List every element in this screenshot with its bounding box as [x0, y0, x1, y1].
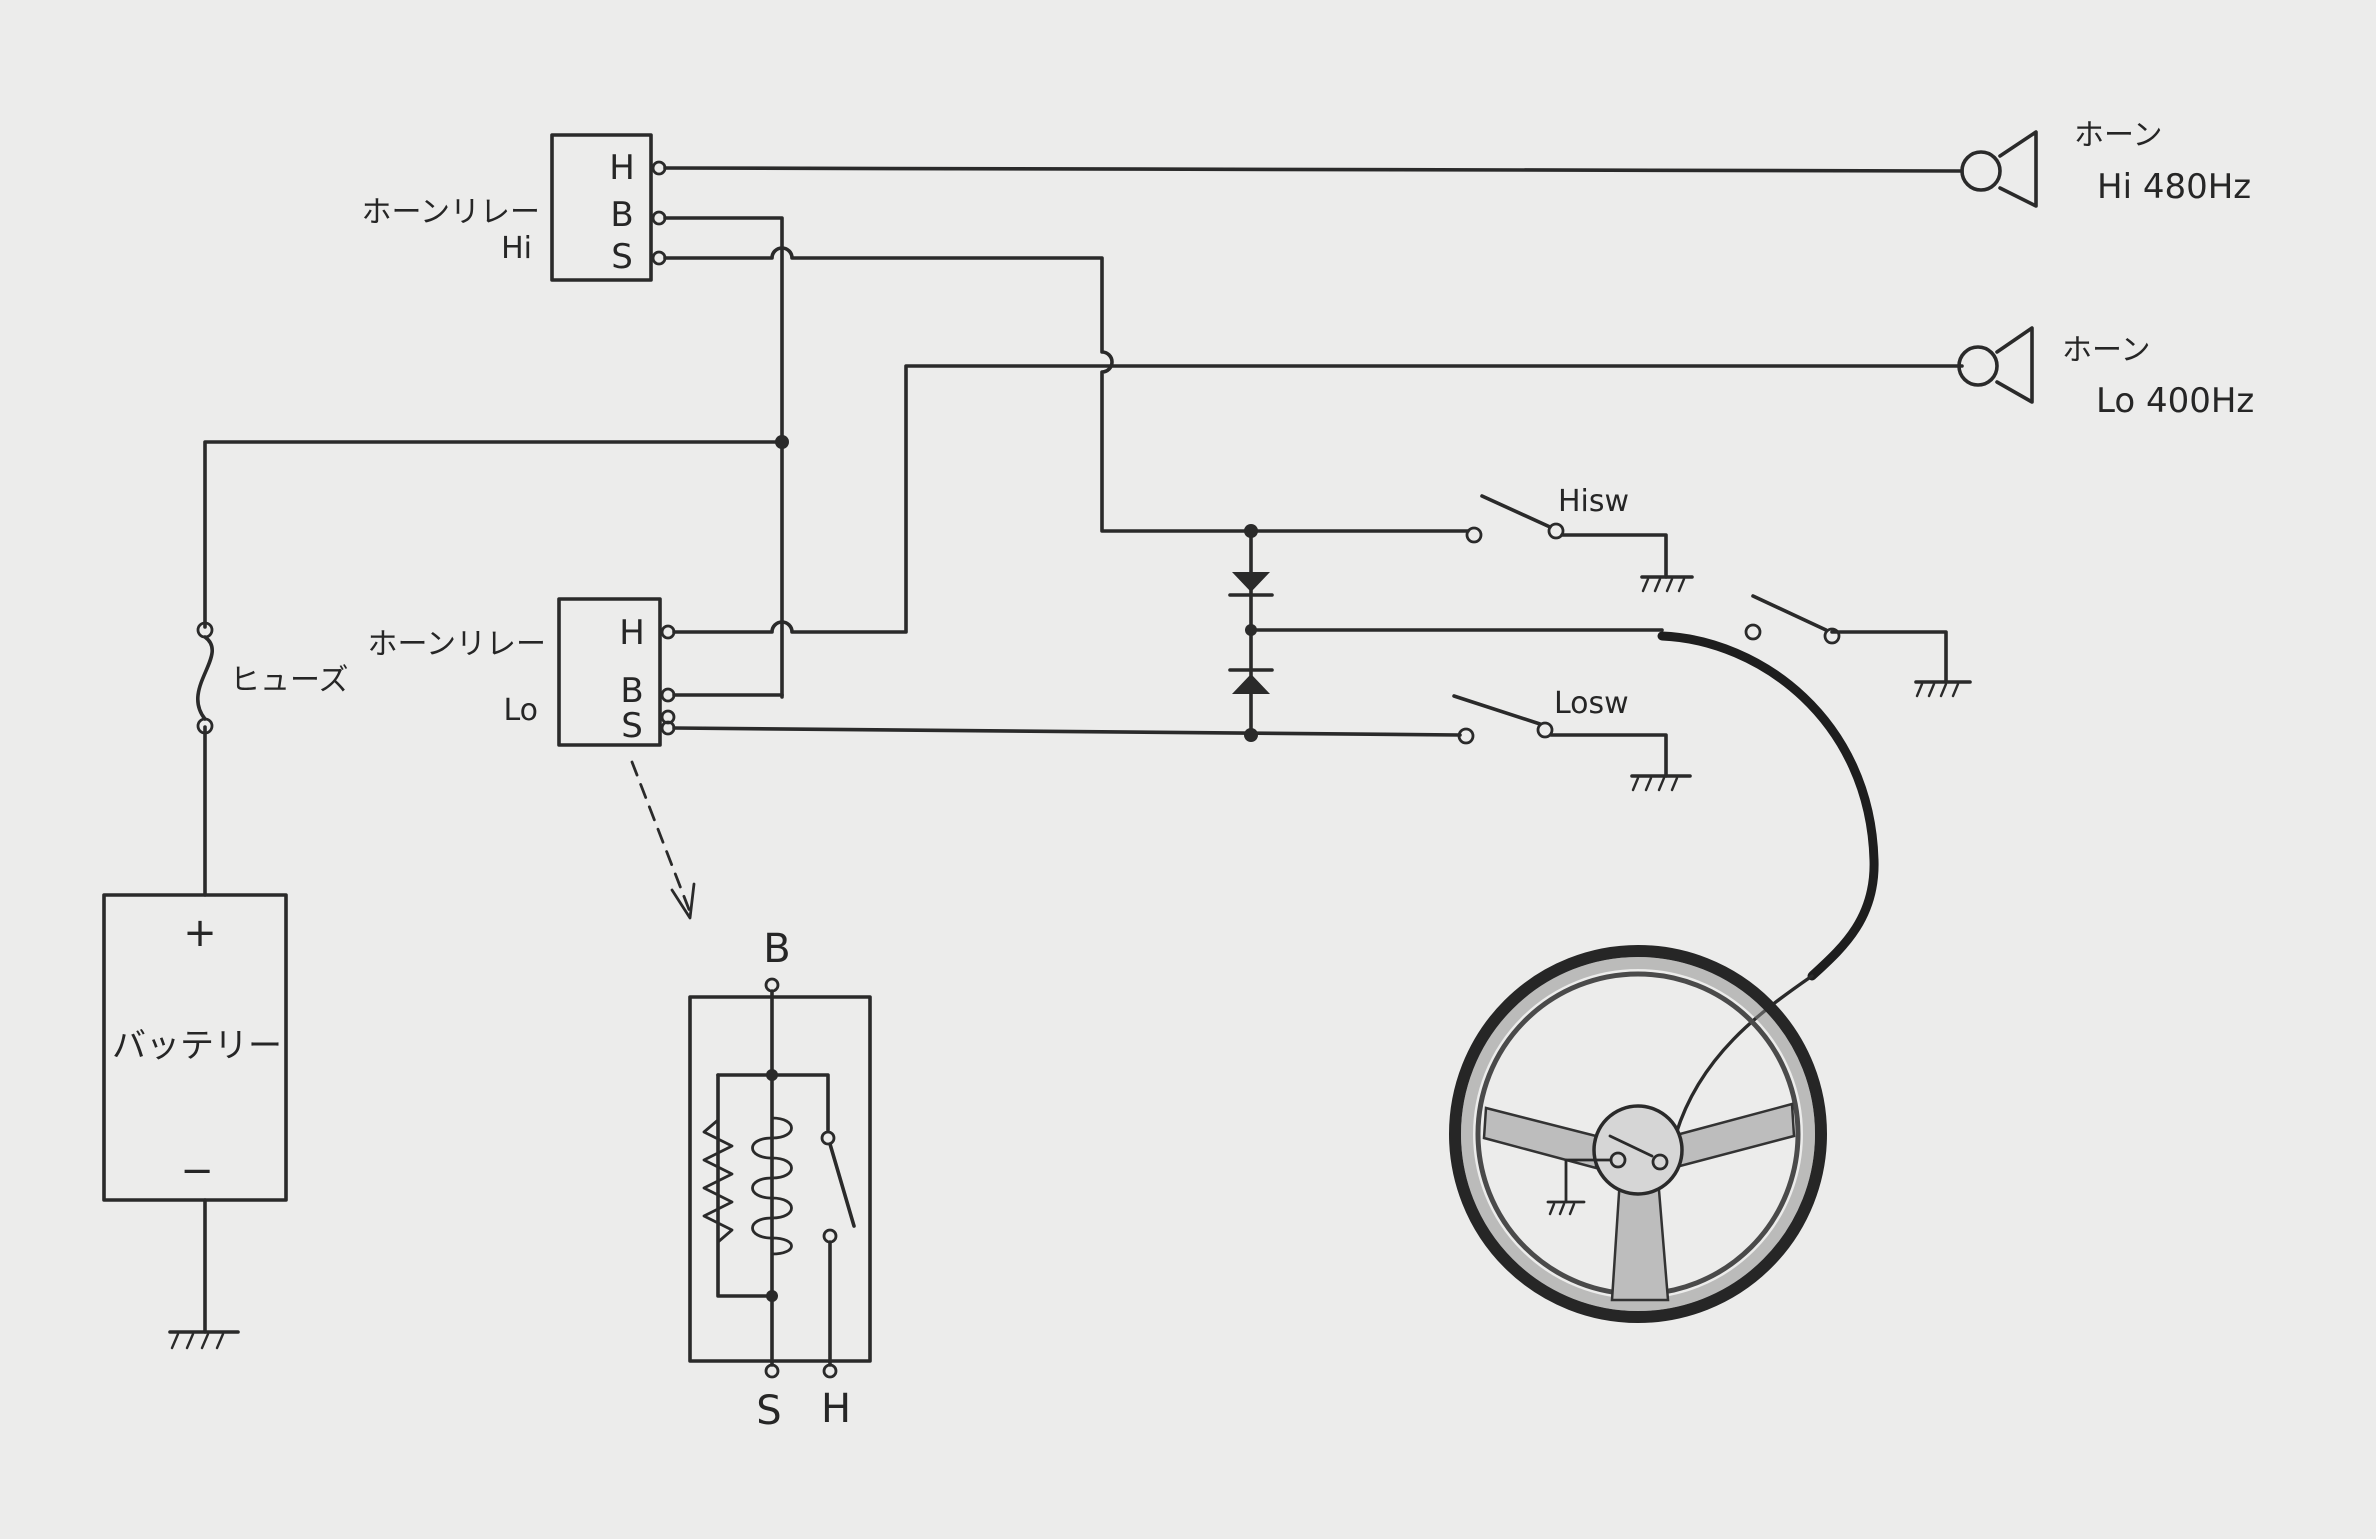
horn-lo-flare	[1995, 326, 2034, 404]
relay-hi-terminal-h-label: H	[609, 148, 635, 188]
ground-switch-hi	[1640, 575, 1694, 593]
horn-button-lever	[1608, 1134, 1654, 1158]
horn-switch-contact-a	[1744, 623, 1762, 641]
relay-detail-resistor	[702, 1118, 734, 1244]
horn-hi-body	[1960, 150, 2002, 192]
relay-detail-box	[688, 995, 872, 1363]
relay-lo-label: ホーンリレー	[368, 627, 547, 662]
relay-detail-coil	[751, 1116, 793, 1256]
switch-hi-lever	[1480, 494, 1552, 529]
battery-box	[102, 893, 288, 1202]
horn-lo: ホーン Lo 400Hz	[1957, 326, 2254, 421]
relay-lo-terminal-b-label: B	[620, 671, 643, 711]
wire-relay-lo-s	[672, 726, 1462, 737]
horn-cord-lead	[1674, 974, 1814, 1136]
horn-hi-spec: Hi 480Hz	[2097, 167, 2251, 207]
detail-pointer	[630, 760, 696, 920]
relay-detail-top-rail	[716, 1073, 830, 1132]
relay-lo-sublabel: Lo	[503, 693, 538, 728]
battery-plus: +	[183, 910, 217, 956]
battery-label: バッテリー	[112, 1026, 282, 1066]
horn-cord	[1657, 631, 1879, 1136]
steering-wheel	[1449, 945, 1827, 1323]
wire-fuse-to-bus	[203, 440, 784, 629]
steering-wheel-spoke-bottom	[1610, 1176, 1670, 1302]
switch-lo-contact-b	[1536, 721, 1554, 739]
fuse-label: ヒューズ	[230, 663, 349, 698]
relay-detail-terminal-h	[822, 1363, 838, 1379]
switch-hi-to-ground	[1560, 533, 1668, 579]
relay-lo-terminal-h-label: H	[619, 613, 645, 653]
switch-hi: Hisw	[1465, 484, 1668, 579]
relay-hi-terminal-b-label: B	[610, 195, 633, 235]
steering-wheel-rim-outer	[1449, 945, 1827, 1323]
wire-relay-hi-h-to-horn-hi	[663, 166, 1964, 173]
relay-detail-contact-a	[820, 1130, 836, 1146]
horn-switch-lever	[1751, 594, 1828, 632]
relay-detail-terminal-h-label: H	[821, 1386, 851, 1432]
horn-button-switch	[1744, 594, 1841, 645]
relay-hi-box	[550, 133, 653, 282]
horn-cord-coiled	[1657, 631, 1879, 981]
diode-lower-body	[1232, 674, 1270, 694]
switch-hi-contact-a	[1465, 526, 1483, 544]
wire-relay-lo-h-to-horn-lo	[672, 364, 1964, 634]
horn-button-contact-live	[1651, 1153, 1669, 1171]
relay-lo-box	[557, 597, 662, 747]
switch-lo-lever	[1452, 694, 1542, 726]
junction-dot	[1244, 524, 1258, 538]
switch-lo: Losw	[1452, 686, 1668, 778]
relay-hi-sublabel: Hi	[501, 231, 532, 266]
wire-relay-hi-s	[663, 246, 1470, 533]
junction-dot	[1244, 728, 1258, 742]
relay-lo: H B S ホーンリレー Lo	[368, 597, 676, 747]
diode-upper-body	[1232, 572, 1270, 592]
ground-switch-lo	[1630, 774, 1692, 792]
horn-switch-contact-b	[1823, 627, 1841, 645]
relay-detail-resistor-rail	[716, 1073, 774, 1298]
battery: + バッテリー −	[102, 893, 288, 1202]
relay-detail: B S H	[688, 926, 872, 1434]
relay-hi-terminal-s-label: S	[611, 237, 633, 277]
fuse: ヒューズ	[196, 621, 349, 735]
switch-lo-contact-a	[1457, 727, 1475, 745]
battery-minus: −	[180, 1148, 214, 1194]
detail-pointer-line	[630, 760, 692, 914]
ground-horn-switch	[1914, 680, 1972, 698]
diode-pair	[1228, 572, 1274, 694]
horn-hi-label: ホーン	[2074, 118, 2163, 153]
steering-wheel-spoke-right	[1678, 1102, 1796, 1168]
wires	[203, 166, 1964, 897]
horn-hi-flare	[1998, 130, 2038, 208]
relay-detail-terminal-s-label: S	[756, 1388, 781, 1434]
wire-horn-switch-to-ground	[1830, 630, 1948, 684]
horn-lo-spec: Lo 400Hz	[2096, 381, 2254, 421]
diode-lower	[1228, 668, 1274, 694]
hub-ground-wire	[1564, 1158, 1613, 1204]
fuse-element	[196, 635, 214, 721]
switch-lo-to-ground	[1549, 733, 1668, 778]
relay-hi: H B S ホーンリレー Hi	[362, 133, 667, 282]
horn-hi: ホーン Hi 480Hz	[1960, 118, 2251, 208]
switch-hi-label: Hisw	[1558, 484, 1629, 519]
junction-dot	[766, 1290, 778, 1302]
switch-lo-label: Losw	[1554, 686, 1629, 721]
wire-relay-hi-b-bus	[663, 216, 784, 699]
relay-lo-terminal-s-label: S	[621, 706, 643, 746]
steering-wheel-rim-shade	[1461, 957, 1815, 1311]
ground-battery	[168, 1198, 240, 1350]
relay-detail-contact-lever	[828, 1142, 856, 1228]
horn-lo-body	[1957, 345, 1999, 387]
junction-dot	[775, 435, 789, 449]
detail-pointer-arrowhead	[670, 882, 696, 920]
junction-dot	[1245, 624, 1257, 636]
switch-hi-contact-b	[1547, 522, 1565, 540]
junction-dot	[766, 1069, 778, 1081]
relay-hi-label: ホーンリレー	[362, 195, 541, 230]
relay-detail-terminal-b-label: B	[763, 926, 790, 972]
horn-lo-label: ホーン	[2062, 333, 2151, 368]
diode-upper	[1228, 572, 1274, 597]
